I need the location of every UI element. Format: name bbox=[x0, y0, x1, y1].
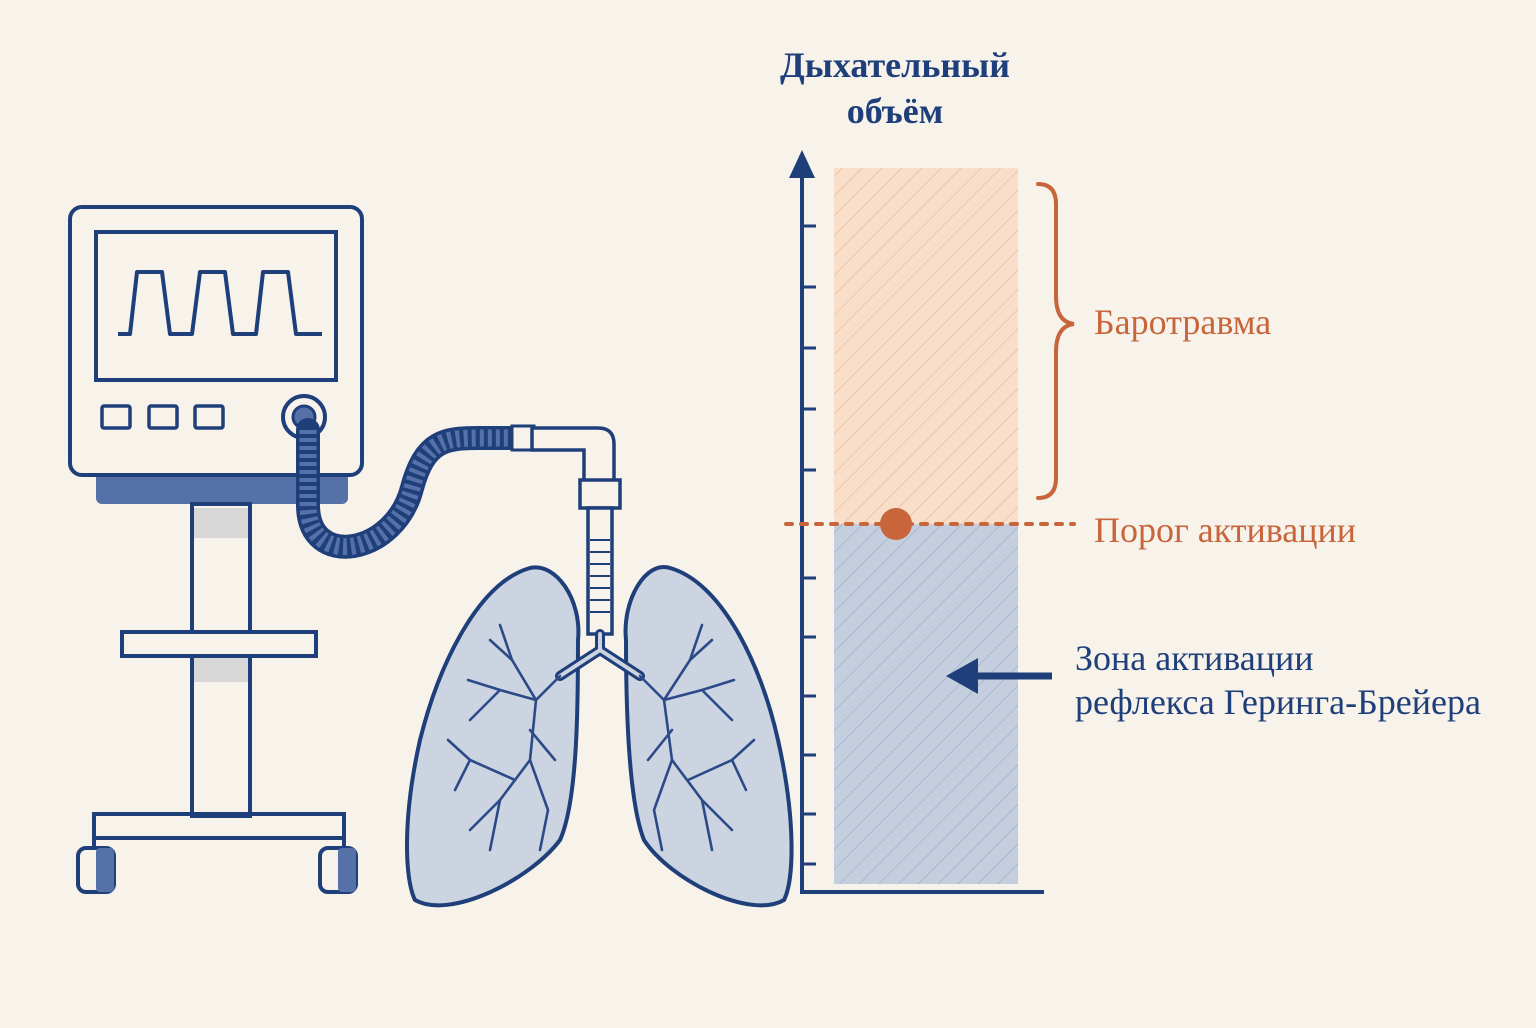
lungs-icon bbox=[405, 564, 794, 908]
volume-bar bbox=[834, 168, 1018, 884]
zone-label-line2: рефлекса Геринга-Брейера bbox=[1075, 682, 1481, 722]
threshold-label: Порог активации bbox=[1094, 510, 1357, 550]
axis-arrow-icon bbox=[789, 150, 815, 178]
arrow-left-icon bbox=[946, 658, 1052, 694]
threshold-marker bbox=[880, 508, 912, 540]
axis-title-line1: Дыхательный bbox=[780, 45, 1010, 85]
barotrauma-label: Баротравма bbox=[1094, 302, 1272, 342]
brace-icon bbox=[1036, 182, 1075, 500]
waveform-icon bbox=[118, 270, 322, 336]
y-axis bbox=[789, 150, 816, 892]
zone-label-line1: Зона активации bbox=[1075, 638, 1314, 678]
zone-label: Зона активации рефлекса Геринга-Брейера bbox=[1075, 636, 1481, 724]
breathing-tube-icon bbox=[296, 418, 622, 636]
axis-title-line2: объём bbox=[846, 91, 944, 131]
axis-title: Дыхательный объём bbox=[740, 42, 1050, 134]
